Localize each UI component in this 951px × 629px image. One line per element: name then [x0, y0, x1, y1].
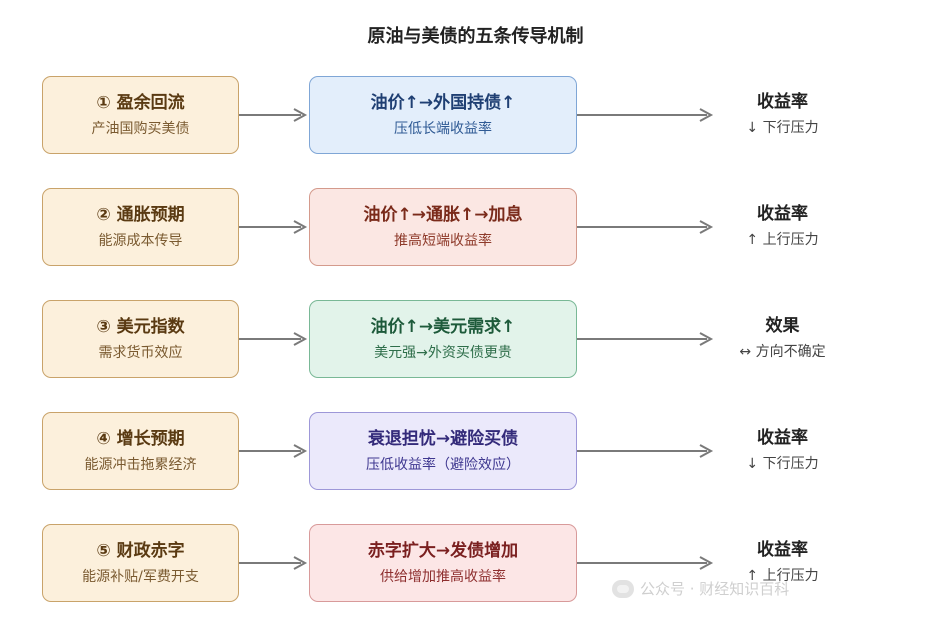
- watermark: 公众号 · 财经知识百科: [612, 578, 789, 599]
- mechanism-row-3: ③ 美元指数 需求货币效应 油价↑→美元需求↑ 美元强→外资买债更贵 效果 ↔ …: [0, 300, 951, 380]
- cause-subtitle: 需求货币效应: [98, 344, 183, 361]
- cause-title: ⑤ 财政赤字: [96, 540, 185, 561]
- wechat-icon: [612, 579, 634, 598]
- cause-subtitle: 能源补贴/军费开支: [82, 568, 199, 585]
- cause-title: ② 通胀预期: [96, 204, 185, 225]
- mechanism-row-4: ④ 增长预期 能源冲击拖累经济 衰退担忧→避险买债 压低收益率（避险效应） 收益…: [0, 412, 951, 492]
- mechanism-title: 油价↑→美元需求↑: [370, 316, 516, 337]
- watermark-text: 公众号 · 财经知识百科: [640, 580, 790, 598]
- effect-3: 效果 ↔ 方向不确定: [715, 314, 850, 363]
- mechanism-subtitle: 压低收益率（避险效应）: [366, 456, 520, 473]
- mechanism-title: 赤字扩大→发债增加: [367, 540, 519, 561]
- arrow-to-effect-1: [577, 108, 714, 122]
- effect-title: 收益率: [757, 92, 808, 112]
- mechanism-subtitle: 供给增加推高收益率: [380, 568, 506, 585]
- cause-box-3: ③ 美元指数 需求货币效应: [42, 300, 239, 378]
- mechanism-box-1: 油价↑→外国持债↑ 压低长端收益率: [309, 76, 577, 154]
- mechanism-subtitle: 压低长端收益率: [394, 120, 492, 137]
- cause-title: ① 盈余回流: [96, 92, 185, 113]
- mechanism-subtitle: 美元强→外资买债更贵: [374, 344, 512, 361]
- effect-title: 收益率: [757, 204, 808, 224]
- arrow-to-effect-3: [577, 332, 714, 346]
- arrow-to-mechanism-5: [239, 556, 308, 570]
- mechanism-title: 油价↑→外国持债↑: [370, 92, 516, 113]
- cause-subtitle: 产油国购买美债: [91, 120, 190, 137]
- cause-box-4: ④ 增长预期 能源冲击拖累经济: [42, 412, 239, 490]
- effect-direction: ↔ 方向不确定: [739, 344, 826, 360]
- effect-direction: ↑ 上行压力: [746, 232, 819, 248]
- effect-direction: ↑ 上行压力: [746, 568, 819, 584]
- mechanism-box-5: 赤字扩大→发债增加 供给增加推高收益率: [309, 524, 577, 602]
- mechanism-box-4: 衰退担忧→避险买债 压低收益率（避险效应）: [309, 412, 577, 490]
- effect-2: 收益率 ↑ 上行压力: [715, 202, 850, 251]
- arrow-to-effect-5: [577, 556, 714, 570]
- mechanism-box-2: 油价↑→通胀↑→加息 推高短端收益率: [309, 188, 577, 266]
- mechanism-row-5: ⑤ 财政赤字 能源补贴/军费开支 赤字扩大→发债增加 供给增加推高收益率 收益率…: [0, 524, 951, 604]
- mechanism-title: 油价↑→通胀↑→加息: [363, 204, 523, 225]
- cause-title: ④ 增长预期: [96, 428, 185, 449]
- cause-box-5: ⑤ 财政赤字 能源补贴/军费开支: [42, 524, 239, 602]
- effect-title: 收益率: [757, 428, 808, 448]
- effect-1: 收益率 ↓ 下行压力: [715, 90, 850, 139]
- arrow-to-mechanism-4: [239, 444, 308, 458]
- effect-title: 效果: [765, 316, 800, 336]
- cause-title: ③ 美元指数: [96, 316, 185, 337]
- arrow-to-mechanism-3: [239, 332, 308, 346]
- cause-subtitle: 能源冲击拖累经济: [84, 456, 197, 473]
- cause-box-1: ① 盈余回流 产油国购买美债: [42, 76, 239, 154]
- effect-direction: ↓ 下行压力: [746, 456, 819, 472]
- effect-5: 收益率 ↑ 上行压力: [715, 538, 850, 587]
- mechanism-title: 衰退担忧→避险买债: [367, 428, 519, 449]
- arrow-to-mechanism-1: [239, 108, 308, 122]
- arrow-to-effect-4: [577, 444, 714, 458]
- diagram-title: 原油与美债的五条传导机制: [367, 26, 584, 47]
- arrow-to-mechanism-2: [239, 220, 308, 234]
- cause-subtitle: 能源成本传导: [98, 232, 183, 249]
- mechanism-box-3: 油价↑→美元需求↑ 美元强→外资买债更贵: [309, 300, 577, 378]
- mechanism-row-2: ② 通胀预期 能源成本传导 油价↑→通胀↑→加息 推高短端收益率 收益率 ↑ 上…: [0, 188, 951, 268]
- effect-title: 收益率: [757, 540, 808, 560]
- effect-4: 收益率 ↓ 下行压力: [715, 426, 850, 475]
- effect-direction: ↓ 下行压力: [746, 120, 819, 136]
- mechanism-row-1: ① 盈余回流 产油国购买美债 油价↑→外国持债↑ 压低长端收益率 收益率 ↓ 下…: [0, 76, 951, 156]
- arrow-to-effect-2: [577, 220, 714, 234]
- cause-box-2: ② 通胀预期 能源成本传导: [42, 188, 239, 266]
- mechanism-subtitle: 推高短端收益率: [394, 232, 492, 249]
